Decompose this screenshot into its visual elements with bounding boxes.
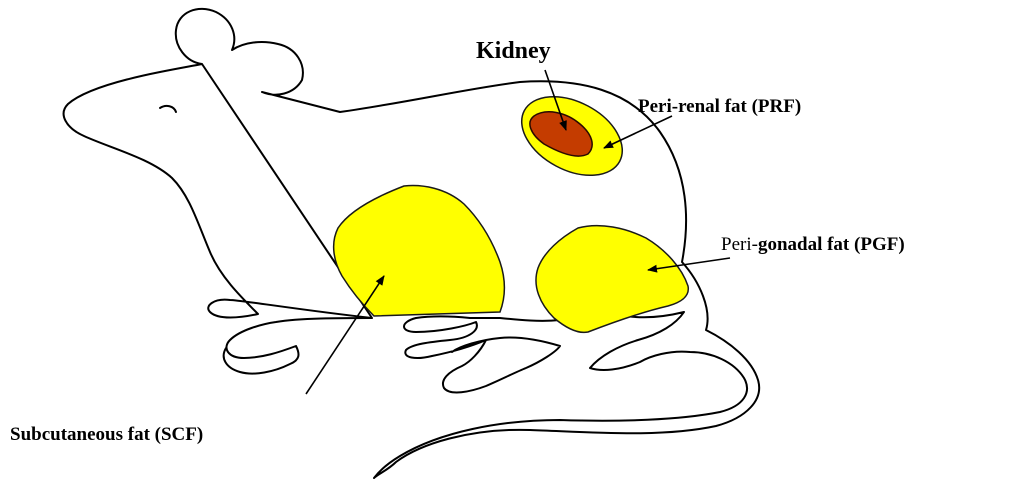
- scf-label: Subcutaneous fat (SCF): [10, 424, 203, 445]
- prf-label: Peri-renal fat (PRF): [638, 96, 801, 117]
- subcutaneous-fat-region: [334, 186, 505, 316]
- pgf-label-prefix: Peri-: [721, 234, 758, 255]
- scf-arrow: [306, 276, 384, 394]
- kidney-label: Kidney: [476, 38, 551, 64]
- pgf-label-suffix: fat (PGF): [822, 234, 904, 255]
- pgf-label: Peri-gonadal fat (PGF): [721, 234, 905, 255]
- mouse-eye: [160, 106, 176, 112]
- pgf-label-bold: gonadal: [758, 234, 822, 255]
